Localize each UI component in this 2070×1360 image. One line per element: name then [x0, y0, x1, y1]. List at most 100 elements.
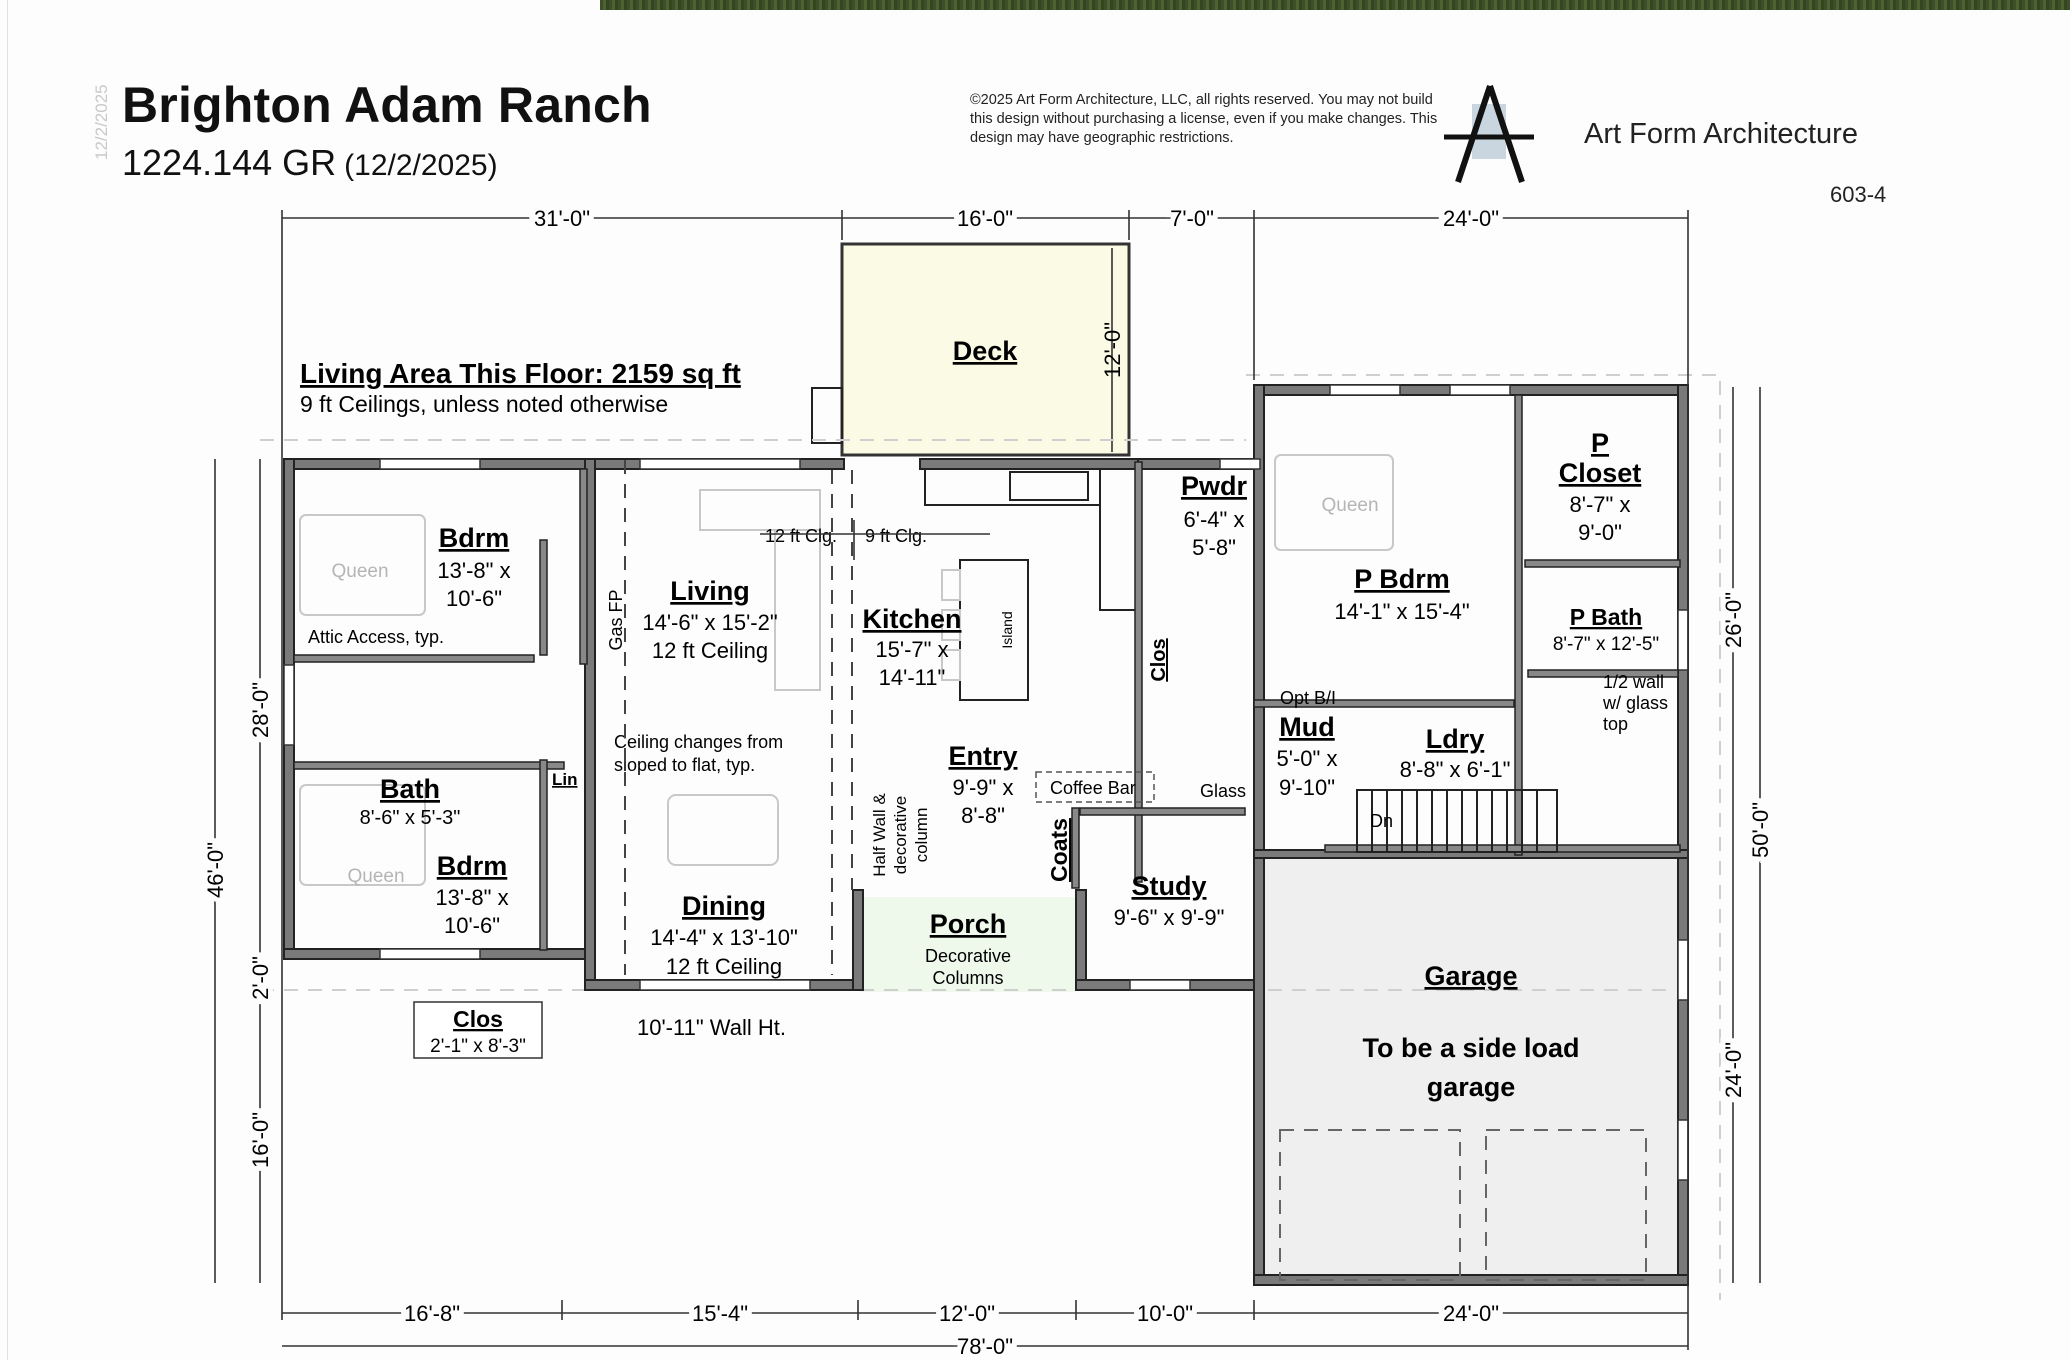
dim-left-overall: 46'-0" — [203, 842, 228, 898]
living-label: Living — [670, 576, 750, 606]
entry-size2: 8'-8" — [961, 803, 1005, 828]
dining-size: 14'-4" x 13'-10" — [650, 925, 798, 950]
dim-top-4: 24'-0" — [1443, 206, 1499, 231]
queen-bed-2: Queen — [347, 866, 404, 887]
queen-bed-1: Queen — [331, 561, 388, 582]
ceiling-12-label: 12 ft Clg. — [765, 526, 837, 546]
garage-floor — [1262, 855, 1684, 1283]
kitchen-size2: 14'-11" — [879, 665, 946, 690]
plan-date: (12/2/2025) — [344, 149, 498, 182]
entry-size: 9'-9" x — [953, 775, 1014, 800]
glass-door-label: Glass — [1200, 781, 1246, 801]
pwdr-label: Pwdr — [1181, 471, 1248, 501]
deck-label: Deck — [953, 336, 1019, 366]
pbath-size: 8'-7" x 12'-5" — [1553, 634, 1659, 655]
dim-right-overall: 50'-0" — [1748, 802, 1773, 858]
dim-left-1: 28'-0" — [248, 682, 273, 738]
pwdr-size: 6'-4" x — [1184, 507, 1245, 532]
ceiling-change-note2: sloped to flat, typ. — [614, 755, 755, 775]
bdrm2-size: 13'-8" x — [435, 885, 508, 910]
dim-bottom-3: 12'-0" — [939, 1301, 995, 1326]
bdrm1-size2: 10'-6" — [446, 586, 502, 611]
porch-floor — [860, 897, 1076, 992]
front-closet-size: 2'-1" x 8'-3" — [430, 1036, 526, 1057]
copyright-notice: ©2025 Art Form Architecture, LLC, all ri… — [970, 92, 1438, 146]
garage-note2: garage — [1427, 1072, 1516, 1102]
pcloset-size: 8'-7" x — [1570, 492, 1631, 517]
half-wall-note2: w/ glass — [1602, 693, 1668, 713]
dim-overall-width: 78'-0" — [957, 1334, 1013, 1359]
garage-note: To be a side load — [1362, 1033, 1579, 1063]
living-area-note: Living Area This Floor: 2159 sq ft — [300, 358, 741, 389]
hall-closet-label: Clos — [1148, 638, 1170, 681]
plan-code: 1224.144 GR — [122, 142, 337, 183]
dim-bottom-4: 10'-0" — [1137, 1301, 1193, 1326]
background-photo-strip — [600, 0, 2070, 10]
dim-left-3: 16'-0" — [248, 1112, 273, 1168]
dining-ceiling: 12 ft Ceiling — [666, 954, 782, 979]
plan-subtitle: 1224.144 GR(12/2/2025) — [122, 142, 498, 184]
ceilings-note: 9 ft Ceilings, unless noted otherwise — [300, 391, 668, 417]
bdrm1-size: 13'-8" x — [437, 558, 510, 583]
half-wall-note3: top — [1603, 714, 1628, 734]
gas-fireplace-label: Gas FP — [606, 589, 626, 650]
dim-bottom-5: 24'-0" — [1443, 1301, 1499, 1326]
pbdrm-label: P Bdrm — [1354, 564, 1450, 594]
living-ceiling: 12 ft Ceiling — [652, 638, 768, 663]
front-closet-box — [413, 1001, 543, 1059]
half-wall-column-note2: decorative — [891, 796, 910, 874]
furniture — [299, 454, 1647, 1281]
ceiling-divider-arrow — [760, 520, 990, 560]
ldry-size: 8'-8" x 6'-1" — [1400, 757, 1511, 782]
pcloset-size2: 9'-0" — [1578, 520, 1622, 545]
mud-size2: 9'-10" — [1279, 775, 1335, 800]
porch-note: Decorative — [925, 946, 1011, 966]
half-wall-column-note: Half Wall & — [870, 793, 889, 877]
study-label: Study — [1131, 871, 1206, 901]
pcloset-label: P — [1591, 428, 1609, 458]
optional-built-in-label: Opt B/I — [1280, 688, 1336, 708]
mud-size: 5'-0" x — [1277, 746, 1338, 771]
page-edge — [7, 0, 8, 1360]
pbath-label: P Bath — [1570, 604, 1642, 630]
pcloset-label2: Closet — [1559, 458, 1642, 488]
dim-left-2: 2'-0" — [248, 956, 273, 1000]
bdrm2-size2: 10'-6" — [444, 913, 500, 938]
dim-top-2: 16'-0" — [957, 206, 1013, 231]
plan-title: Brighton Adam Ranch — [122, 77, 652, 133]
deck-depth: 12'-0" — [1100, 322, 1125, 378]
half-wall-note: 1/2 wall — [1603, 672, 1664, 692]
coats-label: Coats — [1046, 818, 1072, 882]
front-closet-label: Clos — [453, 1006, 503, 1032]
dim-top-1: 31'-0" — [534, 206, 590, 231]
deck-steps — [811, 387, 843, 444]
bdrm1-label: Bdrm — [439, 523, 510, 553]
coffee-bar-label: Coffee Bar — [1050, 778, 1136, 798]
deck-area — [840, 242, 1131, 457]
dining-label: Dining — [682, 891, 766, 921]
study-size: 9'-6" x 9'-9" — [1114, 905, 1225, 930]
dimension-lines — [214, 210, 1761, 1350]
kitchen-island — [959, 559, 1029, 701]
porch-note2: Columns — [932, 968, 1003, 988]
garage-label: Garage — [1424, 961, 1517, 991]
dim-right-1: 26'-0" — [1721, 592, 1746, 648]
porch-label: Porch — [930, 909, 1007, 939]
linen-label: Lin — [552, 770, 578, 789]
bath-size: 8'-6" x 5'-3" — [360, 807, 461, 829]
art-form-logo-icon — [1444, 85, 1534, 183]
pwdr-size2: 5'-8" — [1192, 535, 1236, 560]
stairs — [1356, 789, 1558, 853]
mud-label: Mud — [1279, 712, 1334, 742]
ceiling-9-label: 9 ft Clg. — [865, 526, 927, 546]
pbdrm-size: 14'-1" x 15'-4" — [1334, 599, 1469, 624]
interior-walls — [293, 394, 1681, 951]
island-label: Island — [999, 611, 1015, 648]
kitchen-counter — [924, 469, 1135, 611]
dim-bottom-1: 16'-8" — [404, 1301, 460, 1326]
dim-top-3: 7'-0" — [1170, 206, 1214, 231]
dim-right-2: 24'-0" — [1721, 1042, 1746, 1098]
ceiling-change-note: Ceiling changes from — [614, 732, 783, 752]
dim-bottom-2: 15'-4" — [692, 1301, 748, 1326]
